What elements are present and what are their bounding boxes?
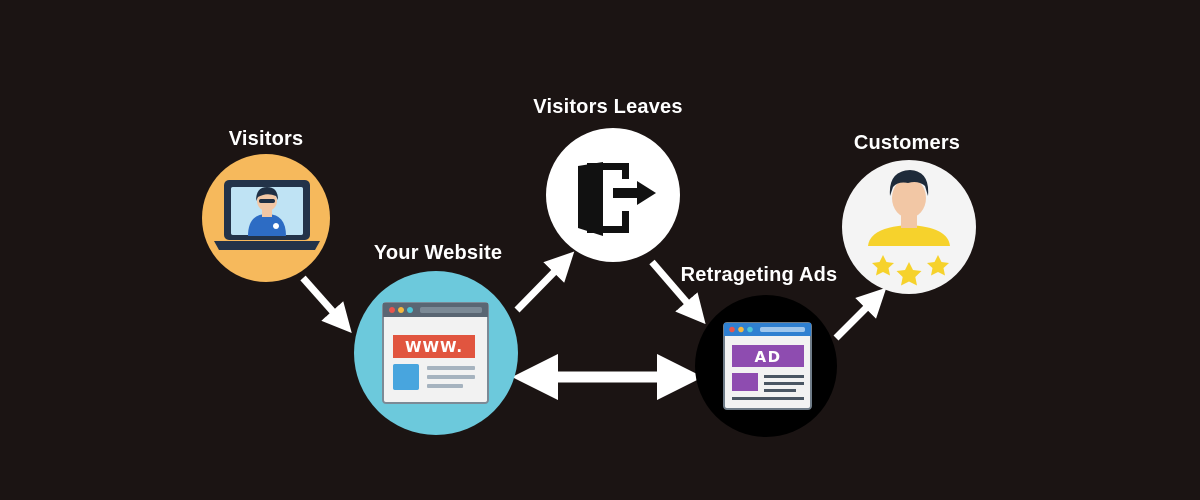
ad-badge [732, 345, 804, 367]
browser-window-icon: WWW. [382, 302, 489, 404]
node-retargeting-ads: AD [695, 295, 837, 437]
visitors-leaves-label: Visitors Leaves [533, 96, 683, 118]
arrow-leaves-to-retargeting [649, 259, 706, 325]
website-label: Your Website [373, 242, 503, 264]
node-visitors [202, 154, 330, 282]
www-badge-text: WWW. [405, 338, 463, 356]
visitors-label: Visitors [228, 128, 304, 150]
node-customers [842, 160, 976, 294]
node-visitors-leaves [546, 128, 680, 262]
ad-badge-text: AD [754, 348, 781, 366]
customer-rating-icon [868, 170, 950, 286]
www-badge [393, 335, 475, 358]
arrow-visitors-to-website [300, 275, 352, 334]
arrow-retargeting-to-customers [833, 287, 887, 341]
laptop-user-icon [214, 180, 320, 250]
arrow-website-to-leaves [514, 251, 575, 313]
ad-window-icon: AD [723, 322, 812, 410]
star-icon [927, 255, 949, 276]
connector-arrows [300, 251, 887, 401]
exit-door-icon [578, 162, 656, 236]
node-website: WWW. [354, 271, 518, 435]
retargeting-ads-label: Retrageting Ads [680, 264, 838, 286]
customers-label: Customers [853, 132, 961, 154]
star-icon [896, 262, 922, 286]
star-icon [872, 255, 894, 276]
